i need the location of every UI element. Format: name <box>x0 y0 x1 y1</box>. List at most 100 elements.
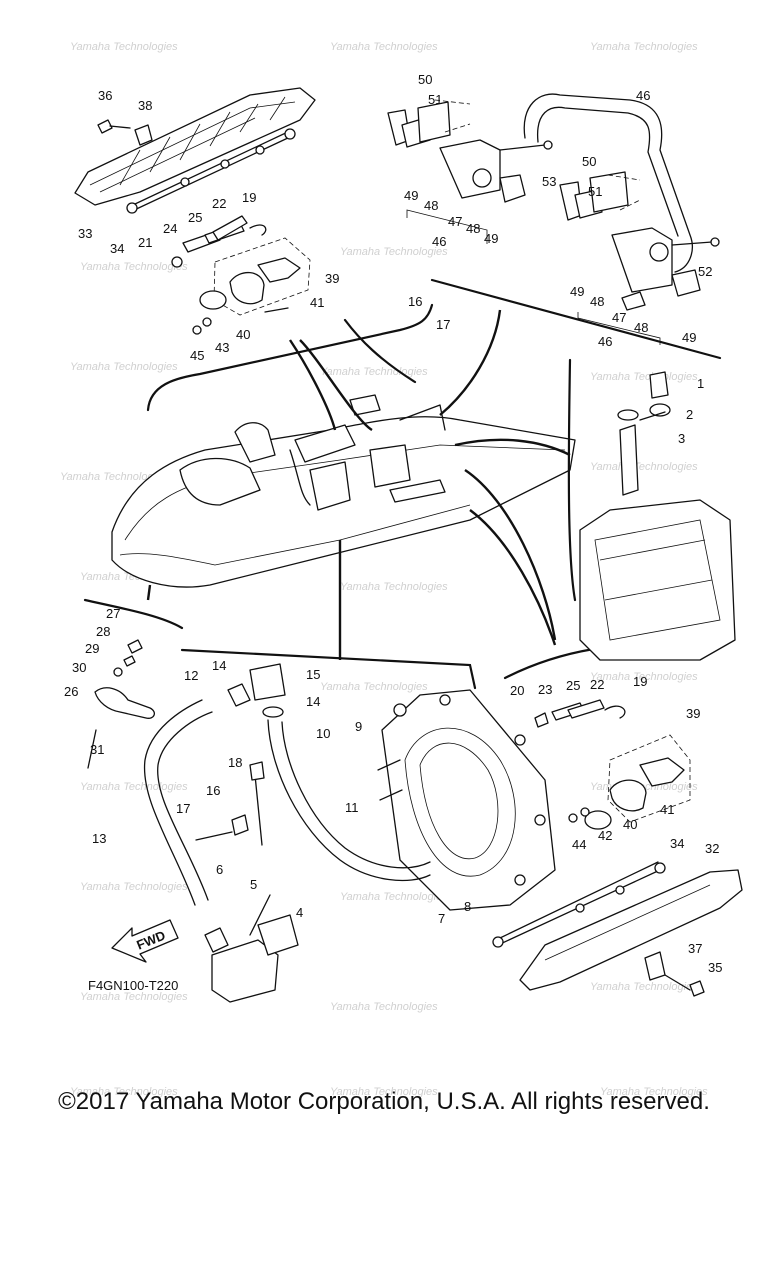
svg-text:Yamaha Technologies: Yamaha Technologies <box>80 881 188 893</box>
svg-text:Yamaha Technologies: Yamaha Technologies <box>340 891 448 903</box>
callout: 48 <box>424 198 438 213</box>
callout: 18 <box>228 755 242 770</box>
callout: 12 <box>184 668 198 683</box>
svg-text:Yamaha Technologies: Yamaha Technologies <box>330 1086 438 1098</box>
callout: 50 <box>582 154 596 169</box>
callout: 45 <box>190 348 204 363</box>
callout: 37 <box>688 941 702 956</box>
callout: 19 <box>633 674 647 689</box>
callout: 36 <box>98 88 112 103</box>
copyright-notice: ©2017 Yamaha Motor Corporation, U.S.A. A… <box>58 1088 710 1115</box>
callout-labels: 36 38 33 34 21 24 25 22 19 39 40 41 43 4… <box>64 72 722 975</box>
fwd-arrow-icon: FWD <box>111 919 179 963</box>
callout: 3 <box>678 431 685 446</box>
callout: 48 <box>590 294 604 309</box>
callout: 24 <box>163 221 177 236</box>
svg-text:Yamaha Technologies: Yamaha Technologies <box>70 1086 178 1098</box>
callout: 48 <box>634 320 648 335</box>
bracket-26-group <box>87 639 155 769</box>
callout: 16 <box>206 783 220 798</box>
tow-handle-assembly <box>387 93 720 345</box>
svg-text:Yamaha Technologies: Yamaha Technologies <box>340 581 448 593</box>
callout: 14 <box>306 694 320 709</box>
callout: 22 <box>590 677 604 692</box>
diagram-code: F4GN100-T220 <box>88 978 178 993</box>
watercraft-hull <box>111 394 576 588</box>
svg-text:Yamaha Technologies: Yamaha Technologies <box>320 366 428 378</box>
svg-text:Yamaha Technologies: Yamaha Technologies <box>80 991 188 1003</box>
callout: 13 <box>92 831 106 846</box>
callout: 14 <box>212 658 226 673</box>
callout: 1 <box>697 376 704 391</box>
callout: 40 <box>236 327 250 342</box>
callout: 47 <box>612 310 626 325</box>
svg-text:Yamaha Technologies: Yamaha Technologies <box>340 246 448 258</box>
callout: 5 <box>250 877 257 892</box>
callout: 46 <box>432 234 446 249</box>
callout: 4 <box>296 905 303 920</box>
callout: 35 <box>708 960 722 975</box>
callout: 27 <box>106 606 120 621</box>
svg-text:Yamaha Technologies: Yamaha Technologies <box>590 41 698 53</box>
callout: 20 <box>510 683 524 698</box>
callout: 21 <box>138 235 152 250</box>
callout: 17 <box>436 317 450 332</box>
callout: 15 <box>306 667 320 682</box>
callout: 22 <box>212 196 226 211</box>
callout: 51 <box>428 92 442 107</box>
callout: 17 <box>176 801 190 816</box>
callout: 41 <box>660 802 674 817</box>
group-leaders <box>146 309 571 660</box>
svg-text:Yamaha Technologies: Yamaha Technologies <box>70 361 178 373</box>
callout: 10 <box>316 726 330 741</box>
callout: 39 <box>325 271 339 286</box>
sponson-assembly-lower <box>492 861 743 997</box>
sponson-assembly-upper <box>74 87 316 335</box>
callout: 49 <box>570 284 584 299</box>
callout: 47 <box>448 214 462 229</box>
callout: 23 <box>538 682 552 697</box>
callout: 51 <box>588 184 602 199</box>
callout: 11 <box>345 800 359 815</box>
callout: 50 <box>418 72 432 87</box>
svg-text:Yamaha Technologies: Yamaha Technologies <box>590 371 698 383</box>
svg-text:Yamaha Technologies: Yamaha Technologies <box>590 981 698 993</box>
svg-text:Yamaha Technologies: Yamaha Technologies <box>600 1086 708 1098</box>
callout: 49 <box>682 330 696 345</box>
svg-text:Yamaha Technologies: Yamaha Technologies <box>60 471 168 483</box>
callout: 44 <box>572 837 586 852</box>
callout: 16 <box>408 294 422 309</box>
svg-text:Yamaha Technologies: Yamaha Technologies <box>590 461 698 473</box>
callout: 46 <box>598 334 612 349</box>
callout: 30 <box>72 660 86 675</box>
svg-text:Yamaha Technologies: Yamaha Technologies <box>80 261 188 273</box>
callout: 40 <box>623 817 637 832</box>
callout: 52 <box>698 264 712 279</box>
svg-text:Yamaha Technologies: Yamaha Technologies <box>80 781 188 793</box>
callout: 31 <box>90 742 104 757</box>
callout: 19 <box>242 190 256 205</box>
callout: 41 <box>310 295 324 310</box>
callout: 43 <box>215 340 229 355</box>
callout: 28 <box>96 624 110 639</box>
callout: 38 <box>138 98 152 113</box>
callout: 25 <box>566 678 580 693</box>
callout: 9 <box>355 719 362 734</box>
svg-text:Yamaha Technologies: Yamaha Technologies <box>320 681 428 693</box>
svg-text:Yamaha Technologies: Yamaha Technologies <box>330 1001 438 1013</box>
callout: 53 <box>542 174 556 189</box>
callout: 33 <box>78 226 92 241</box>
callout: 2 <box>686 407 693 422</box>
bulkhead-plate <box>377 689 556 911</box>
callout: 49 <box>404 188 418 203</box>
hoses <box>143 663 431 906</box>
grip-assembly-lower <box>534 699 691 830</box>
jet-duct-housing <box>579 371 736 661</box>
callout: 34 <box>110 241 124 256</box>
breather-box <box>195 761 299 1003</box>
callout: 26 <box>64 684 78 699</box>
callout: 34 <box>670 836 684 851</box>
svg-text:Yamaha Technologies: Yamaha Technologies <box>330 41 438 53</box>
callout: 8 <box>464 899 471 914</box>
